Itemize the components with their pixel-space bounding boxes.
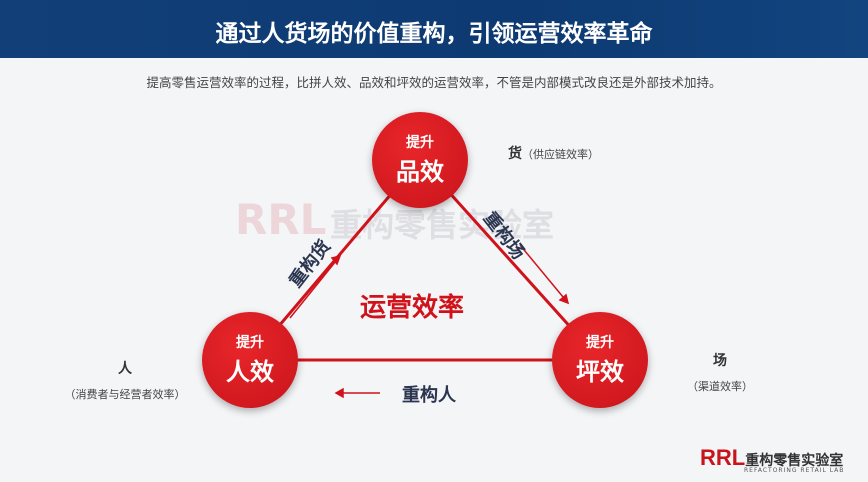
watermark-text: 重构零售实验室 bbox=[330, 206, 555, 244]
node-title: 人效 bbox=[226, 358, 274, 386]
header-banner: 通过人货场的价值重构，引领运营效率革命 bbox=[0, 0, 868, 58]
place-label: 场（渠道效率） bbox=[687, 353, 753, 393]
node-title: 品效 bbox=[396, 158, 444, 186]
people-label: 人（消费者与经营者效率） bbox=[64, 361, 186, 401]
node-label: 提升 bbox=[236, 335, 264, 351]
page-title: 通过人货场的价值重构，引领运营效率革命 bbox=[215, 21, 653, 47]
node-product-efficiency: 提升品效 bbox=[372, 112, 468, 208]
center-label: 运营效率 bbox=[360, 293, 465, 323]
node-space-efficiency: 提升坪效 bbox=[552, 312, 648, 408]
goods-label: 货（供应链效率） bbox=[508, 146, 599, 162]
watermark-logo: RRL bbox=[235, 195, 327, 244]
arrow-left bbox=[289, 255, 341, 319]
node-people-efficiency: 提升人效 bbox=[202, 312, 298, 408]
node-label: 提升 bbox=[586, 335, 614, 351]
node-title: 坪效 bbox=[576, 358, 624, 386]
subtitle: 提高零售运营效率的过程，比拼人效、品效和坪效的运营效率，不管是内部模式改良还是外… bbox=[146, 75, 722, 90]
arrow-right bbox=[519, 244, 569, 304]
node-label: 提升 bbox=[406, 135, 434, 151]
edge-label-people: 重构人 bbox=[402, 385, 456, 406]
